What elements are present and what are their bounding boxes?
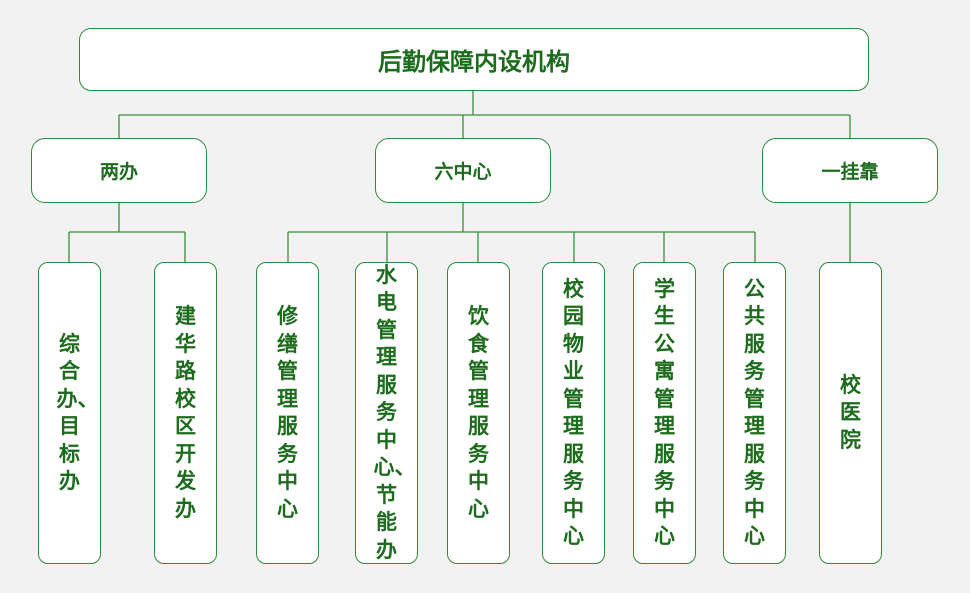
unit-label: 饮食管理服务中心: [468, 304, 489, 521]
root-label: 后勤保障内设机构: [378, 48, 570, 76]
unit-gonggong-fuwu: 公共服务管理服务中心: [723, 262, 786, 564]
unit-label: 校园物业管理服务中心: [563, 276, 584, 549]
unit-label: 校医院: [840, 372, 861, 452]
unit-xiaoyuan-wuye: 校园物业管理服务中心: [542, 262, 605, 564]
unit-zonghe: 综合办、目标办: [38, 262, 101, 564]
unit-xiaoyiyuan: 校医院: [819, 262, 882, 564]
unit-jianhualu: 建华路校区开发办: [154, 262, 217, 564]
category-label: 六中心: [434, 161, 492, 183]
unit-xiushan: 修缮管理服务中心: [256, 262, 319, 564]
unit-shuidian: 水电管理服务中心、节能办: [355, 262, 418, 564]
unit-label: 公共服务管理服务中心: [744, 276, 765, 549]
category-label: 两办: [99, 161, 138, 183]
unit-label: 修缮管理服务中心: [277, 304, 298, 521]
unit-label: 建华路校区开发办: [175, 304, 196, 521]
category-yiguakao: 一挂靠: [762, 138, 938, 203]
unit-yinshi: 饮食管理服务中心: [447, 262, 510, 564]
unit-label: 水电管理服务中心、节能办: [373, 262, 416, 562]
category-liuzhongxin: 六中心: [375, 138, 551, 203]
category-label: 一挂靠: [821, 161, 879, 183]
root-box: 后勤保障内设机构: [79, 28, 869, 91]
unit-xuesheng-gongyu: 学生公寓管理服务中心: [633, 262, 696, 564]
unit-label: 综合办、目标办: [56, 331, 99, 494]
category-liangban: 两办: [31, 138, 207, 203]
unit-label: 学生公寓管理服务中心: [654, 276, 675, 549]
